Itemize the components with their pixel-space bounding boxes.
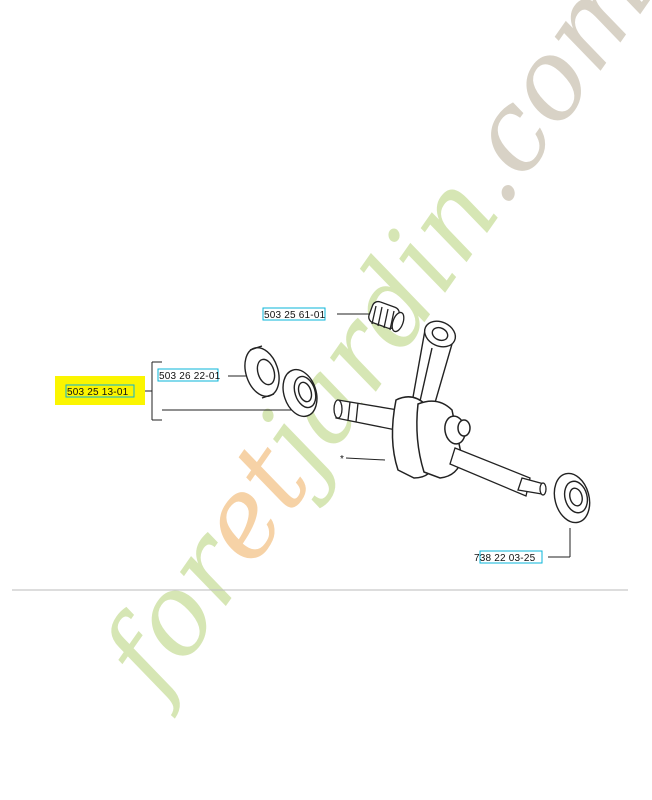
right-bearing (553, 472, 591, 524)
needle-bearing-label-box (262, 307, 326, 321)
ball-bearing (282, 368, 318, 418)
label-503-25-13-01[interactable]: 503 25 13-01 (67, 387, 129, 398)
right-bearing-leader (548, 528, 571, 558)
crankshaft-marker: * (340, 454, 344, 465)
outer-bearing (244, 345, 280, 399)
outer-bearing-label-box (157, 368, 219, 382)
label-503-26-22-01[interactable]: 503 26 22-01 (159, 371, 221, 382)
label-503-25-61-01[interactable]: 503 25 61-01 (264, 310, 326, 321)
highlight-box (55, 376, 145, 405)
right-shaft (449, 447, 547, 497)
needle-bearing (368, 300, 405, 333)
crankshaft-leader (345, 457, 386, 461)
watermark-text: foretjardin.com (72, 0, 652, 721)
assembly-label-box (65, 384, 135, 398)
label-738-22-03-25[interactable]: 738 22 03-25 (474, 553, 536, 564)
crank-webs (391, 396, 471, 479)
right-bearing-label-box (479, 550, 543, 564)
watermark: foretjardin.com (72, 0, 652, 721)
assembly-bracket (145, 361, 292, 421)
